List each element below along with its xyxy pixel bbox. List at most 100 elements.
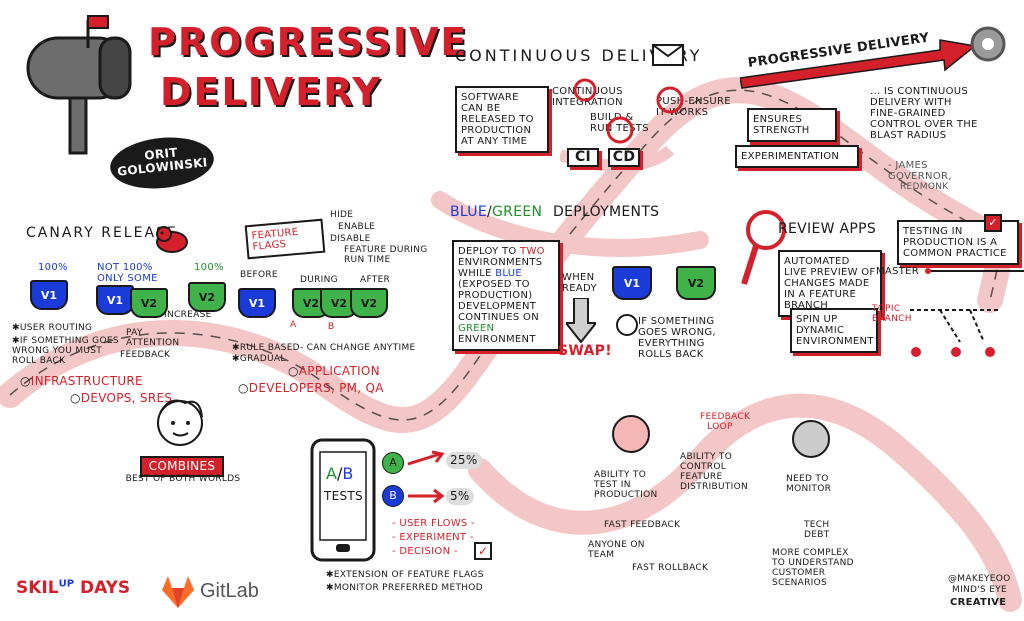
- ab-user-flows: - USER FLOWS -: [392, 518, 475, 529]
- ff-disable: DISABLE: [330, 234, 371, 244]
- ff-runtime: FEATURE DURING RUN TIME: [344, 245, 428, 265]
- bg-desc-blue: BLUE: [495, 268, 523, 279]
- credit-name: MIND'S EYE: [952, 585, 1008, 595]
- fast-feedback: FAST FEEDBACK: [604, 520, 681, 530]
- experimentation-box: EXPERIMENTATION: [735, 145, 859, 168]
- ci-label: CONTINUOUS INTEGRATION: [552, 86, 623, 108]
- canary-title: CANARY RELEASE: [26, 225, 178, 241]
- ff-before: BEFORE: [240, 270, 278, 280]
- rollback-text: IF SOMETHING GOES WRONG YOU MUST ROLL BA…: [12, 336, 122, 366]
- cd-definition-box: SOFTWARE CAN BE RELEASED TO PRODUCTION A…: [455, 86, 549, 153]
- user-routing-text: USER ROUTING: [12, 323, 92, 333]
- topic-branch-label: TOPIC BRANCH: [872, 304, 912, 324]
- best-of-both: BEST OF BOTH WORLDS: [125, 474, 241, 484]
- pct-a: 25%: [446, 452, 482, 469]
- push-label: PUSH-ENSURE IT WORKS: [656, 96, 731, 118]
- ability-test-prod: ABILITY TO TEST IN PRODUCTION: [594, 470, 658, 500]
- bg-desc-2: ENVIRONMENTS WHILE: [458, 257, 543, 279]
- pct-b: 5%: [446, 488, 474, 505]
- feature-flags-title: FEATURE FLAGS: [244, 218, 326, 260]
- review-spin-up: SPIN UP DYNAMIC ENVIRONMENT: [790, 308, 878, 353]
- person-icon: [157, 399, 203, 446]
- ff-gradual: GRADUAL: [232, 354, 286, 364]
- tech-debt: TECH DEBT: [804, 520, 830, 540]
- canary-not-100-label: NOT 100%: [97, 262, 153, 273]
- happy-face-icon: [612, 415, 650, 453]
- magnifier-icon: [741, 210, 786, 285]
- canary-v1b-shield: V1: [96, 285, 134, 315]
- bg-rollback: IF SOMETHING GOES WRONG, EVERYTHING ROLL…: [638, 316, 716, 360]
- bg-v2-shield: V2: [676, 266, 716, 300]
- when-ready: WHEN READY: [562, 272, 597, 294]
- anyone-on-team: ANYONE ON TEAM: [588, 540, 645, 560]
- mailbox-icon: [26, 15, 132, 155]
- need-monitor: NEED TO MONITOR: [786, 474, 832, 494]
- bg-desc-1: DEPLOY TO: [458, 246, 517, 257]
- page-title-line2: DELIVERY: [160, 70, 382, 114]
- ff-rule-based: RULE BASED- CAN CHANGE ANYTIME: [232, 343, 416, 353]
- blue-green-title: BLUE/GREEN DEPLOYMENTS: [450, 205, 659, 220]
- ff-application: APPLICATION: [288, 365, 380, 378]
- ab-title: A/B: [326, 464, 354, 483]
- fast-rollback: FAST ROLLBACK: [632, 563, 709, 573]
- bg-desc-4: ENVIRONMENT: [458, 334, 536, 345]
- phone-icon: [310, 438, 376, 562]
- swap-label: SWAP!: [558, 343, 612, 359]
- branch-diagram: [910, 268, 1024, 357]
- canary-100-label: 100%: [38, 262, 68, 273]
- feedback-label: FEEDBACK: [120, 350, 171, 360]
- increase-label: INCREASE: [164, 310, 212, 320]
- up-text: UP: [58, 578, 75, 590]
- skil-text: SKIL: [16, 578, 59, 598]
- ci-box: CI: [567, 148, 599, 167]
- worried-face-icon: [616, 314, 638, 336]
- flag-a-label: A: [290, 320, 297, 330]
- devops-text: DEVOPS, SRES: [70, 392, 172, 405]
- ab-title-b: B: [342, 464, 354, 483]
- down-arrow-icon: [566, 298, 596, 343]
- ab-decision: - DECISION -: [392, 546, 458, 557]
- deployments-word: DEPLOYMENTS: [553, 204, 660, 220]
- bg-desc-two: TWO: [520, 246, 545, 257]
- build-label: BUILD & RUN TESTS: [590, 112, 649, 134]
- gitlab-wordmark: GitLab: [200, 580, 259, 602]
- ab-title-slash: /: [336, 464, 343, 483]
- credit-handle: @makeyeoo: [948, 574, 1011, 584]
- canary-v2-shield: V2: [130, 288, 168, 318]
- canary-100b-label: 100%: [194, 262, 224, 273]
- progressive-arrow: [740, 26, 1006, 89]
- ab-experiment: - EXPERIMENT -: [392, 532, 474, 543]
- combines-banner: COMBINES: [140, 456, 224, 477]
- gitlab-logo-icon: [162, 576, 194, 608]
- ff-enable: ENABLE: [338, 222, 376, 232]
- pd-quote: ... IS CONTINUOUS DELIVERY WITH FINE-GRA…: [870, 86, 978, 141]
- cd-box: CD: [608, 148, 640, 167]
- ff-after: AFTER: [360, 275, 391, 285]
- review-automated: AUTOMATED LIVE PREVIEW OF CHANGES MADE I…: [778, 250, 882, 317]
- sad-face-icon: [792, 420, 830, 458]
- flag-b-label: B: [328, 322, 335, 332]
- blue-word: BLUE: [450, 204, 487, 220]
- continuous-delivery-title: CONTINUOUS DELIVERY: [455, 46, 703, 65]
- bg-desc-green: GREEN: [458, 323, 495, 334]
- ff-v2-shield-c: V2: [350, 288, 388, 318]
- page-title-line1: PROGRESSIVE: [148, 20, 469, 64]
- canary-v1-shield: V1: [30, 280, 68, 310]
- canary-v2b-shield: V2: [188, 282, 226, 312]
- master-label: MASTER: [876, 266, 919, 277]
- ab-extension: EXTENSION OF FEATURE FLAGS: [326, 570, 484, 580]
- ability-control: ABILITY TO CONTROL FEATURE DISTRIBUTION: [680, 452, 749, 492]
- checkbox-icon: ✓: [984, 214, 1002, 232]
- ab-monitor: MONITOR PREFERRED METHOD: [326, 583, 483, 593]
- review-apps-title: REVIEW APPS: [778, 221, 877, 237]
- bg-desc-3: (EXPOSED TO PRODUCTION) DEVELOPMENT CONT…: [458, 279, 539, 323]
- feedback-loop-label: FEEDBACK LOOP: [700, 412, 751, 432]
- days-text: DAYS: [79, 578, 131, 598]
- pay-attention-label: PAY ATTENTION: [126, 328, 180, 348]
- ff-during: DURING: [300, 275, 338, 285]
- ab-tests-label: TESTS: [324, 489, 363, 503]
- envelope-icon: [652, 44, 684, 66]
- bg-v1-shield: V1: [612, 266, 652, 300]
- skilup-logo: SKILUP DAYS: [16, 578, 130, 598]
- pd-org: REDMONK: [900, 182, 949, 192]
